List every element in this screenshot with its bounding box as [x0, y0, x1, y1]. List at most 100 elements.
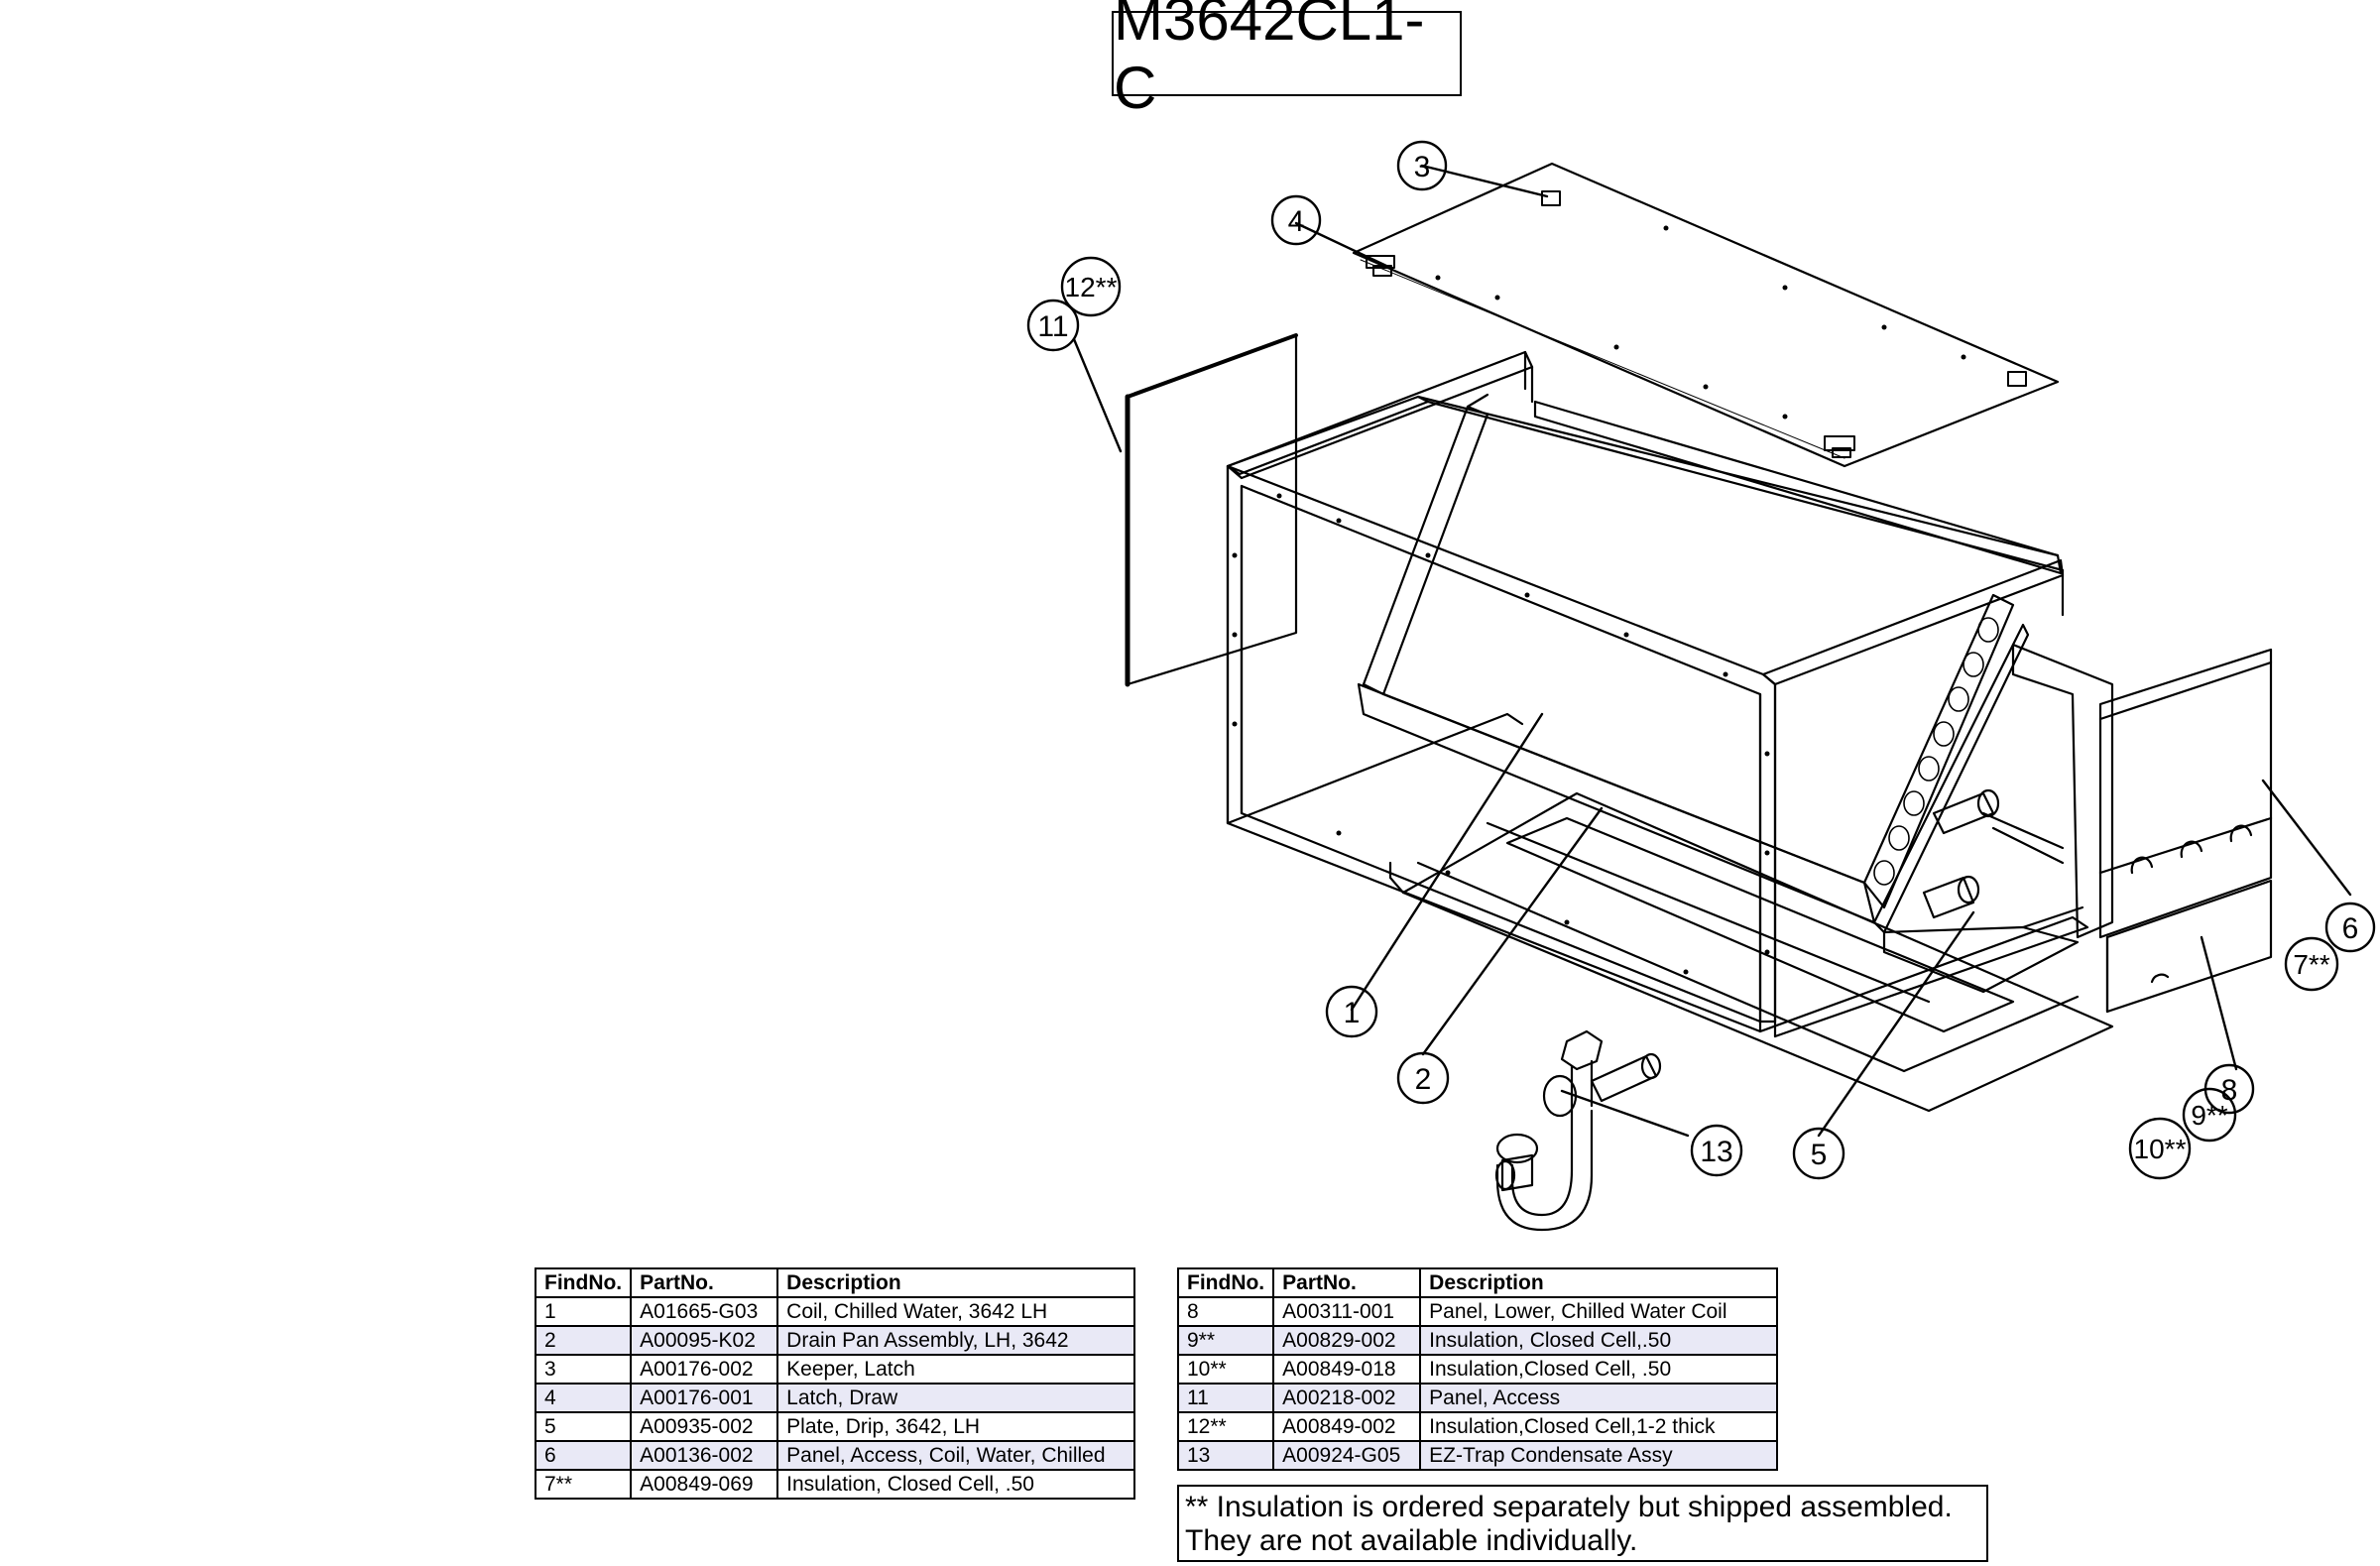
find-no-cell: 12** [1176, 1411, 1275, 1442]
ez-trap-condensate [1494, 1029, 1662, 1232]
left-access-panel [1125, 333, 1298, 687]
note-line-1: ** Insulation is ordered separately but … [1185, 1491, 1953, 1523]
callout-4: 4 [1288, 205, 1305, 238]
rear-side-panel [2011, 643, 2114, 939]
right-access-panel [2098, 648, 2273, 939]
callout-circle-10 [2128, 1117, 2192, 1180]
header-find-no: FindNo. [534, 1267, 633, 1298]
description-cell: Insulation,Closed Cell, .50 [1419, 1354, 1779, 1385]
part-no-cell: A00176-001 [630, 1383, 779, 1413]
callout-circle-1 [1325, 985, 1378, 1038]
part-no-cell: A00311-001 [1272, 1296, 1422, 1327]
latch-draw [1366, 255, 1855, 458]
callout-9: 9** [2191, 1100, 2227, 1131]
description-cell: Coil, Chilled Water, 3642 LH [776, 1296, 1136, 1327]
callout-circle-4 [1270, 194, 1322, 246]
description-cell: EZ-Trap Condensate Assy [1419, 1440, 1779, 1471]
description-cell: Panel, Lower, Chilled Water Coil [1419, 1296, 1779, 1327]
callout-1: 1 [1344, 997, 1361, 1029]
description-cell: Insulation, Closed Cell, .50 [776, 1469, 1136, 1500]
callout-circle-6 [2324, 902, 2376, 953]
header-part-no: PartNo. [1272, 1267, 1422, 1298]
callout-circle-3 [1396, 140, 1448, 191]
top-cover-panel [1352, 162, 2060, 468]
chilled-water-coil [1357, 393, 2065, 934]
part-no-cell: A01665-G03 [630, 1296, 779, 1327]
description-cell: Panel, Access, Coil, Water, Chilled [776, 1440, 1136, 1471]
description-cell: Plate, Drip, 3642, LH [776, 1411, 1136, 1442]
callout-circle-13 [1690, 1124, 1743, 1177]
callout-5: 5 [1811, 1139, 1828, 1171]
callout-circle-11 [1026, 299, 1080, 352]
table-header-row: FindNo. PartNo. Description [1176, 1267, 1779, 1298]
header-find-no: FindNo. [1176, 1267, 1275, 1298]
find-no-cell: 10** [1176, 1354, 1275, 1385]
part-no-cell: A00935-002 [630, 1411, 779, 1442]
callout-12: 12** [1065, 272, 1118, 302]
callout-8: 8 [2221, 1074, 2238, 1107]
callout-2: 2 [1415, 1063, 1432, 1096]
callout-10: 10** [2134, 1134, 2187, 1164]
find-no-cell: 7** [534, 1469, 633, 1500]
callout-circle-12 [1060, 256, 1122, 317]
description-cell: Insulation, Closed Cell,.50 [1419, 1325, 1779, 1356]
find-no-cell: 13 [1176, 1440, 1275, 1471]
find-no-cell: 11 [1176, 1383, 1275, 1413]
cabinet-frame [1226, 350, 2089, 1038]
description-cell: Insulation,Closed Cell,1-2 thick [1419, 1411, 1779, 1442]
callout-3: 3 [1414, 151, 1431, 183]
find-no-cell: 1 [534, 1296, 633, 1327]
part-no-cell: A00136-002 [630, 1440, 779, 1471]
drip-plate [1882, 905, 2084, 994]
part-no-cell: A00095-K02 [630, 1325, 779, 1356]
find-no-cell: 8 [1176, 1296, 1275, 1327]
lower-panel [2105, 879, 2273, 1014]
callout-circle-7 [2284, 936, 2339, 992]
part-no-cell: A00176-002 [630, 1354, 779, 1385]
part-no-cell: A00849-002 [1272, 1411, 1422, 1442]
part-no-cell: A00849-069 [630, 1469, 779, 1500]
note-line-2: They are not available individually. [1185, 1524, 1638, 1557]
callout-circle-2 [1396, 1051, 1450, 1105]
part-no-cell: A00924-G05 [1272, 1440, 1422, 1471]
callout-circle-9 [2182, 1087, 2237, 1143]
find-no-cell: 6 [534, 1440, 633, 1471]
find-no-cell: 5 [534, 1411, 633, 1442]
find-no-cell: 3 [534, 1354, 633, 1385]
table-header-row: FindNo. PartNo. Description [534, 1267, 1136, 1298]
find-no-cell: 2 [534, 1325, 633, 1356]
drain-pan-assembly [1388, 791, 2114, 1113]
header-part-no: PartNo. [630, 1267, 779, 1298]
insulation-note: ** Insulation is ordered separately but … [1177, 1485, 1988, 1562]
keeper-latch [1541, 190, 2027, 387]
callout-11: 11 [1037, 310, 1068, 343]
part-no-cell: A00849-018 [1272, 1354, 1422, 1385]
leader-lines [1072, 164, 2352, 1138]
description-cell: Panel, Access [1419, 1383, 1779, 1413]
description-cell: Drain Pan Assembly, LH, 3642 [776, 1325, 1136, 1356]
callout-circles [1026, 140, 2376, 1180]
header-description: Description [1419, 1267, 1779, 1298]
callout-7: 7** [2293, 949, 2329, 980]
callout-circle-5 [1792, 1127, 1845, 1180]
description-cell: Latch, Draw [776, 1383, 1136, 1413]
callout-6: 6 [2342, 912, 2359, 945]
find-no-cell: 9** [1176, 1325, 1275, 1356]
part-no-cell: A00829-002 [1272, 1325, 1422, 1356]
callout-13: 13 [1700, 1136, 1732, 1168]
